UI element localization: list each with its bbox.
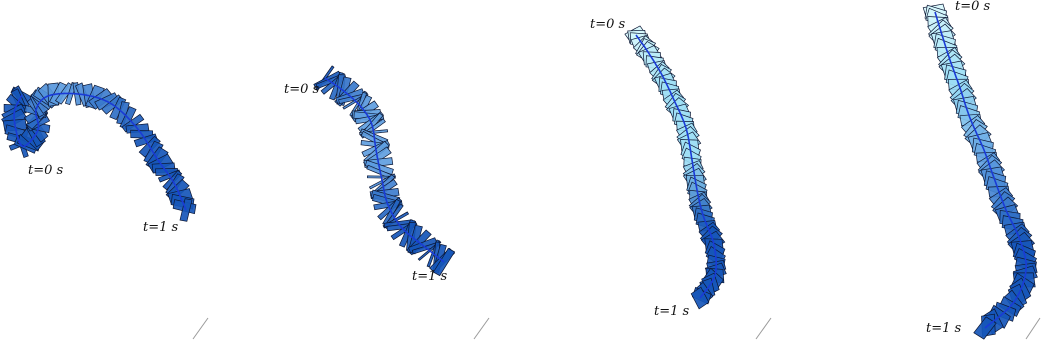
panel-1-start-label: t=0 s: [28, 163, 64, 178]
panel-1: t=0 s t=1 s: [1, 81, 209, 340]
panel-2-end-label: t=1 s: [412, 269, 448, 284]
trajectory-path: [934, 11, 1028, 329]
panel-4-start-label: t=0 s: [955, 0, 991, 14]
panel-3-start-label: t=0 s: [590, 17, 626, 32]
trajectory-path: [324, 77, 445, 263]
trajectory-path: [13, 92, 187, 211]
panel-2-start-label: t=0 s: [284, 82, 320, 97]
panel-4: t=0 s t=1 s: [922, 0, 1041, 340]
trajectory-2: [313, 65, 456, 277]
panel-3-separator: [755, 317, 772, 340]
panel-1-separator: [192, 317, 209, 340]
panel-3: t=0 s t=1 s: [590, 17, 772, 340]
panel-3-end-label: t=1 s: [654, 304, 690, 319]
trajectory-4: [922, 3, 1038, 340]
trajectory-3: [624, 25, 727, 310]
panel-1-end-label: t=1 s: [143, 220, 179, 235]
trajectory-1: [1, 81, 197, 222]
panel-2: t=0 s t=1 s: [284, 65, 490, 340]
panel-2-separator: [473, 317, 490, 340]
trajectory-path: [635, 34, 717, 299]
panel-4-separator: [1025, 317, 1041, 340]
panel-4-end-label: t=1 s: [926, 321, 962, 336]
